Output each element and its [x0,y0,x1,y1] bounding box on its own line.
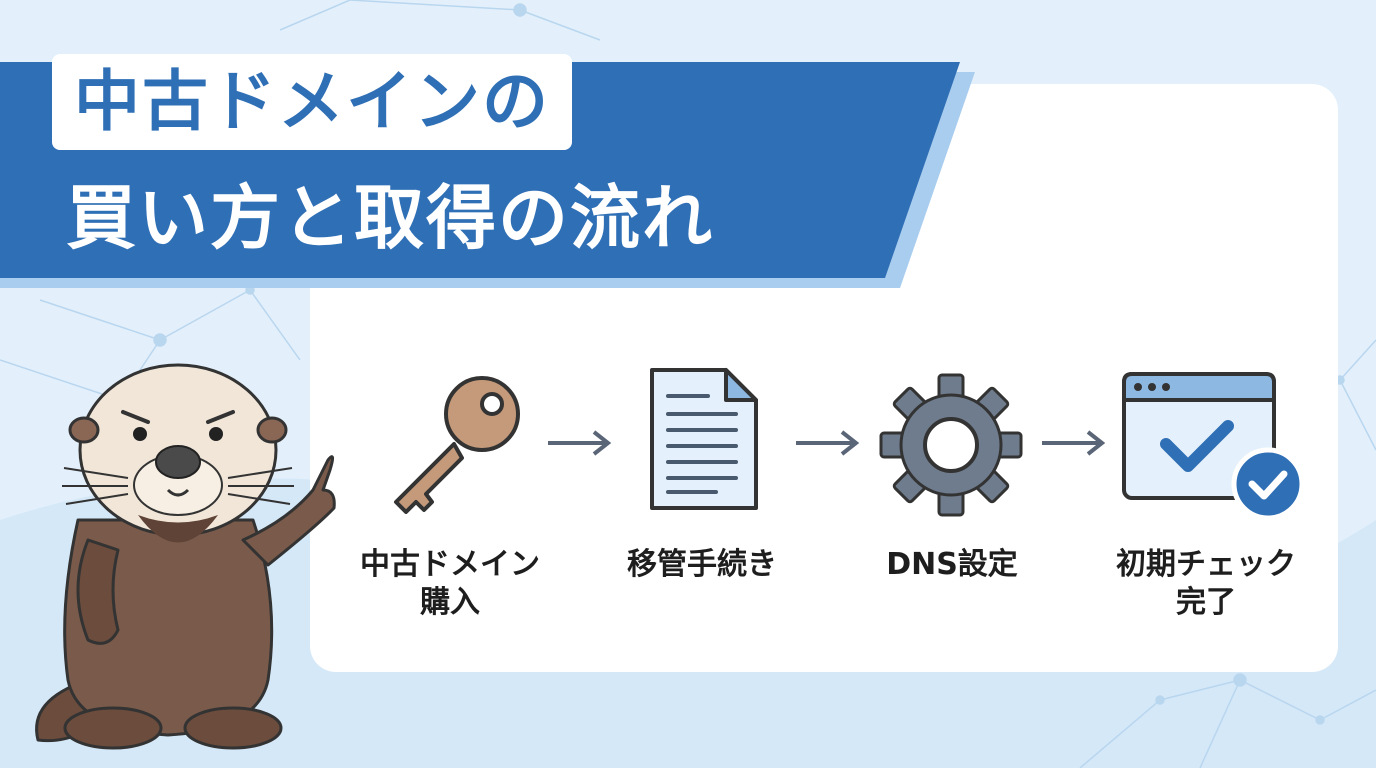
step-2-label: 移管手続き [627,547,777,582]
title-line-2: 買い方と取得の流れ [66,177,714,259]
arrow-2 [796,430,860,456]
arrow-3 [1042,430,1106,456]
step-4-label: 初期チェック 完了 [1116,547,1296,620]
browser-check-icon [1122,372,1305,521]
step-1-label: 中古ドメイン 購入 [360,547,540,620]
otter-mascot-illustration [35,363,336,750]
document-icon [650,368,758,510]
arrow-1 [548,430,612,456]
key-icon [394,376,520,514]
step-3-label: DNS設定 [886,547,1018,582]
gear-icon [879,373,1023,517]
title-line-1: 中古ドメインの [52,54,572,150]
